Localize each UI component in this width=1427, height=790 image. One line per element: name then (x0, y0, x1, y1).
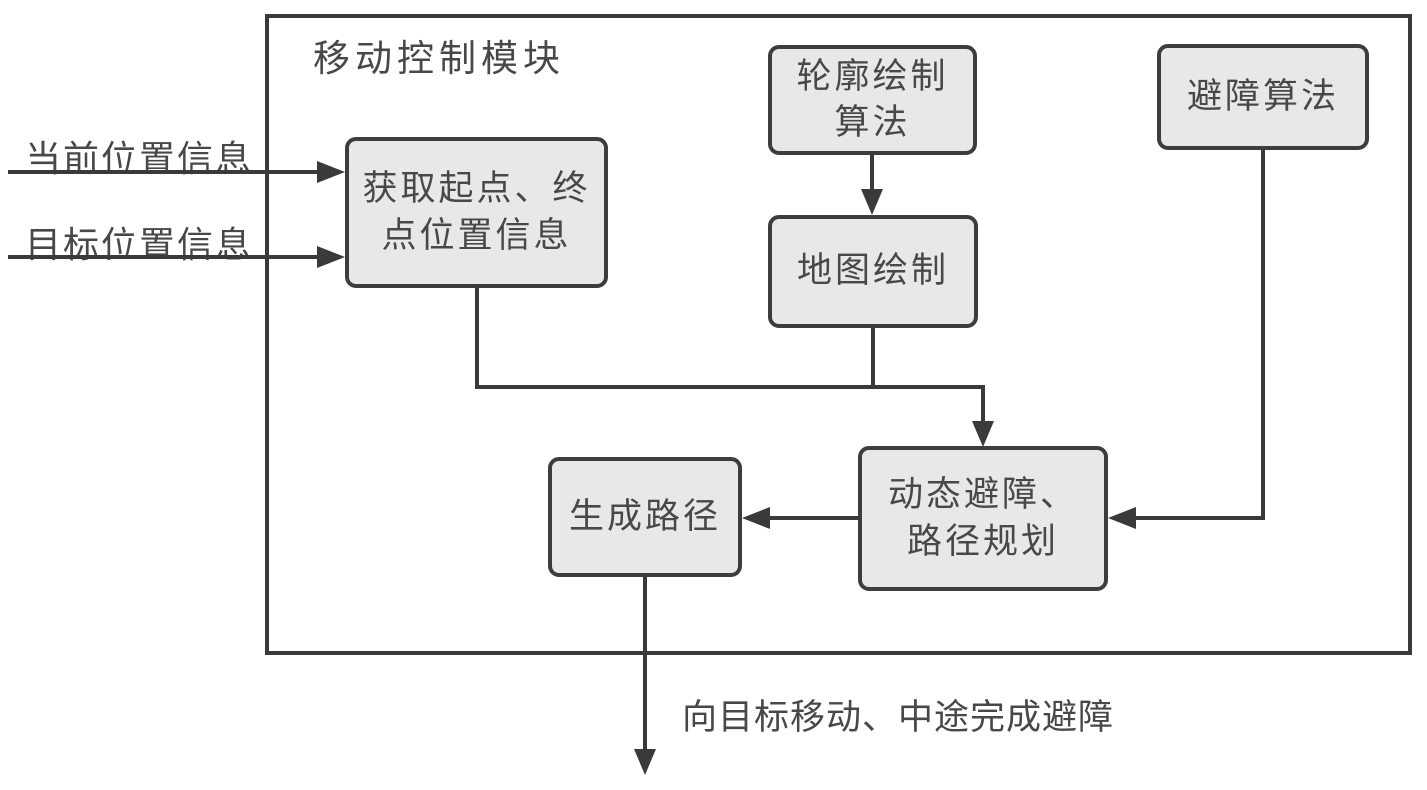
edge-junction-arrowhead-icon (972, 421, 994, 447)
edge-current-position-arrowhead-icon (317, 161, 345, 183)
edge-dynamic-to-generate-arrowhead-icon (742, 507, 770, 529)
input-label-target-position: 目标位置信息 (25, 225, 254, 266)
node-contour-algorithm: 轮廓绘制 算法 (768, 45, 977, 155)
edge-junction-horizontal-line (475, 385, 985, 389)
module-frame (265, 14, 1412, 655)
edge-current-position-line (8, 170, 320, 174)
node-get-position: 获取起点、终 点位置信息 (345, 137, 608, 288)
edge-contour-to-map-arrowhead-icon (861, 189, 883, 215)
edge-contour-to-map-line (870, 155, 874, 191)
node-map-drawing: 地图绘制 (768, 215, 978, 328)
node-dynamic-avoidance: 动态避障、 路径规划 (858, 446, 1108, 591)
node-obstacle-algorithm: 避障算法 (1157, 44, 1369, 150)
edge-target-position-arrowhead-icon (317, 246, 345, 268)
edge-output-line (643, 577, 647, 751)
edge-dynamic-to-generate-line (768, 516, 860, 520)
edge-obstacle-down-line (1261, 150, 1265, 520)
edge-target-position-line (8, 255, 320, 259)
input-label-current-position: 当前位置信息 (25, 139, 254, 180)
edge-obstacle-horizontal-line (1134, 516, 1265, 520)
module-title: 移动控制模块 (313, 37, 565, 80)
edge-mapdrawing-down-line (871, 328, 875, 389)
edge-output-arrowhead-icon (634, 749, 656, 775)
edge-junction-down-line (981, 385, 985, 423)
edge-obstacle-arrowhead-icon (1108, 507, 1136, 529)
output-label: 向目标移动、中途完成避障 (682, 698, 1115, 738)
edge-getposition-down-line (475, 288, 479, 389)
node-generate-path: 生成路径 (548, 457, 742, 577)
